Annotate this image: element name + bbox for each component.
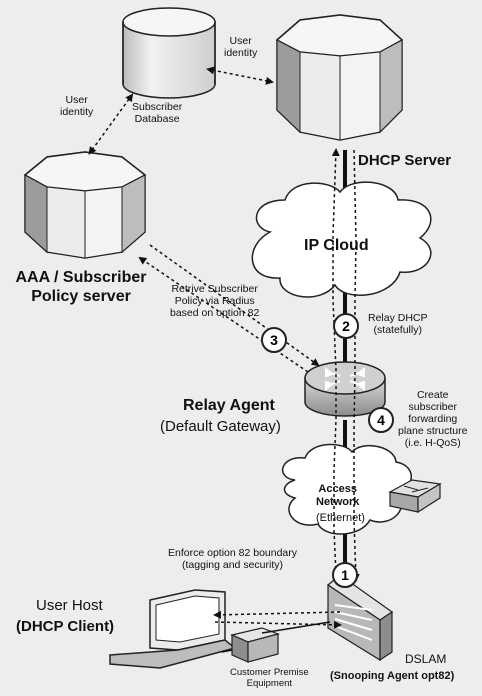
- dhcp-flow-arrows: [88, 66, 360, 629]
- step-2-marker: 2: [333, 313, 359, 339]
- dslam-sub-label: (Snooping Agent opt82): [330, 670, 455, 682]
- relay-agent-sub-label: (Default Gateway): [160, 418, 281, 435]
- step-3-marker: 3: [261, 327, 287, 353]
- cpe-modem-icon: [230, 627, 280, 663]
- relay-agent-router-icon: [304, 361, 386, 417]
- laptop-icon: [109, 589, 237, 669]
- dslam-label: DSLAM: [405, 652, 447, 666]
- dhcp-server-label: DHCP Server: [358, 152, 452, 169]
- user-host-label: User Host: [36, 597, 103, 614]
- enforce-option-label: Enforce option 82 boundary(tagging and s…: [168, 547, 298, 572]
- aaa-server-icon: [23, 151, 147, 259]
- dhcp-server-icon: [275, 14, 404, 141]
- access-network-sub-label: (Ethernet): [316, 512, 365, 524]
- ip-cloud-shape: [251, 181, 432, 298]
- relay-dhcp-label: Relay DHCP(statefully): [368, 312, 428, 337]
- subscriber-database-icon: [122, 7, 216, 99]
- user-host-sub-label: (DHCP Client): [16, 618, 115, 635]
- dslam-icon: [327, 574, 394, 662]
- ip-cloud-label: IP Cloud: [304, 237, 369, 254]
- ethernet-switch-icon: [388, 479, 442, 514]
- relay-agent-label: Relay Agent: [183, 397, 275, 414]
- step-1-marker: 1: [332, 562, 358, 588]
- step-4-marker: 4: [368, 407, 394, 433]
